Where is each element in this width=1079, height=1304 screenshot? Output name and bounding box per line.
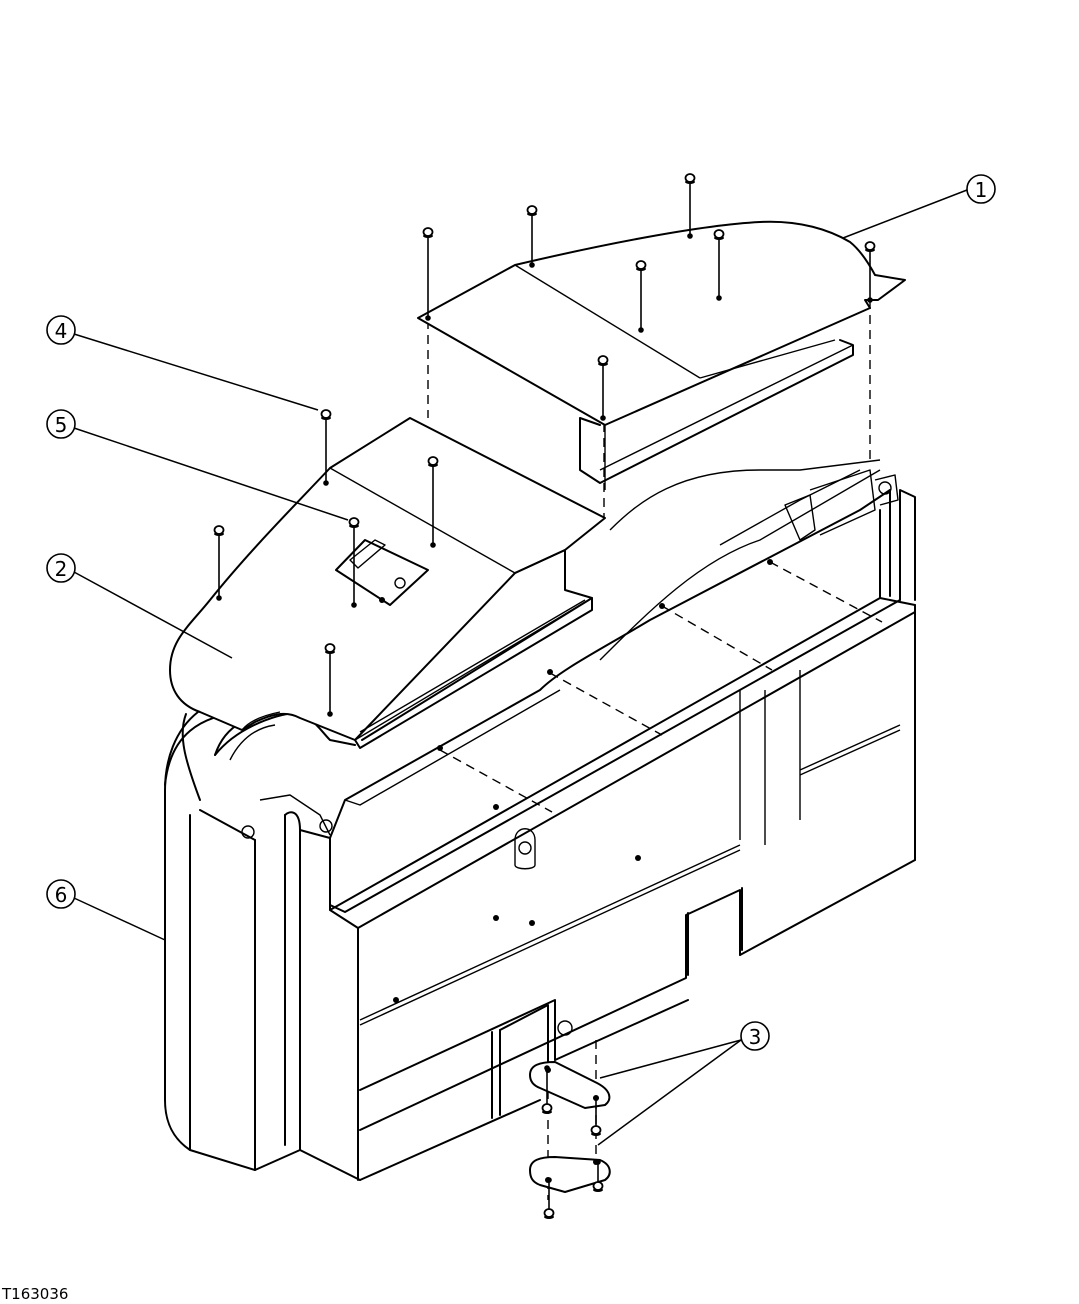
callout-4: 4 — [46, 315, 319, 411]
bolt — [348, 517, 360, 608]
bolt — [526, 205, 538, 268]
bolt — [324, 643, 336, 717]
callout-6-label: 6 — [55, 883, 68, 907]
bolt — [592, 1159, 604, 1192]
counterweight-body — [164, 459, 916, 1181]
upper-cover-panel — [417, 220, 906, 490]
bolt — [541, 1065, 553, 1114]
callout-1: 1 — [842, 174, 996, 239]
callout-1-label: 1 — [975, 178, 988, 202]
bolt — [427, 456, 439, 548]
callout-6: 6 — [46, 879, 166, 941]
small-cover-plate — [335, 539, 429, 606]
bolt — [590, 1095, 602, 1136]
callout-2-label: 2 — [55, 557, 68, 581]
callout-5-label: 5 — [55, 413, 68, 437]
bolt — [213, 525, 225, 601]
bolt — [635, 260, 647, 333]
callout-5: 5 — [46, 409, 349, 521]
callout-3: 3 — [597, 1021, 770, 1146]
bolt — [713, 229, 725, 301]
drawing-id-label: T163036 — [2, 1285, 69, 1303]
bolt — [864, 241, 876, 303]
bolt — [320, 409, 332, 486]
bolt — [684, 173, 696, 239]
callout-2: 2 — [46, 553, 233, 659]
mounting-guide-lines — [427, 300, 883, 1200]
access-plates — [529, 1061, 611, 1193]
bolt — [597, 355, 609, 421]
callout-4-label: 4 — [55, 319, 68, 343]
bolt — [422, 227, 434, 321]
bolt — [543, 1177, 555, 1219]
bolts — [213, 173, 876, 1219]
callout-3-label: 3 — [749, 1025, 762, 1049]
callouts: 1 2 3 4 5 6 — [46, 174, 996, 1146]
